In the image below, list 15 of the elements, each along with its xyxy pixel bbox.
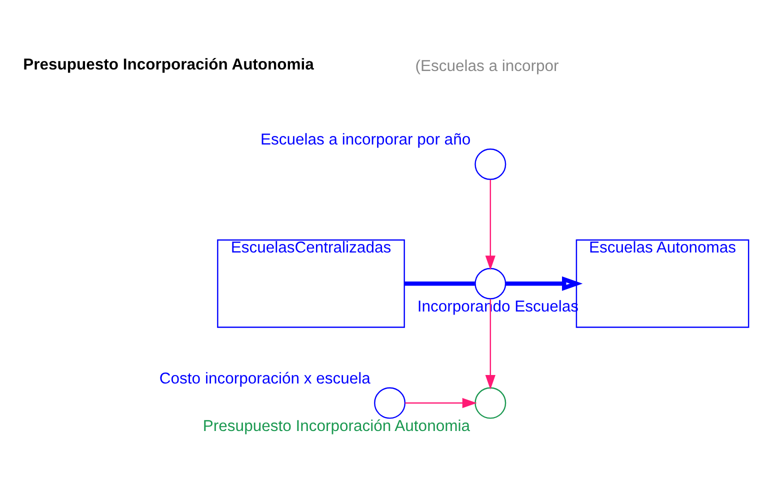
- node-circle: [474, 386, 506, 418]
- node-label: Costo incorporación x escuela: [159, 370, 370, 388]
- arrow: [485, 179, 496, 270]
- arrow: [405, 397, 477, 408]
- node-label: Presupuesto Incorporación Autonomia: [202, 417, 470, 434]
- arrow: [485, 298, 496, 390]
- label: Presupuesto Incorporación Autonomia: [23, 56, 314, 74]
- arrow: [506, 276, 583, 290]
- node-label: Escuelas a incorporar por año: [260, 131, 471, 148]
- label: (Escuelas a incorpor: [415, 57, 559, 74]
- node-box: EscuelasCentralizadas: [217, 238, 405, 328]
- node-circle: [474, 148, 506, 180]
- node-circle: [474, 267, 506, 299]
- connector: [404, 281, 475, 286]
- node-circle: [374, 386, 406, 418]
